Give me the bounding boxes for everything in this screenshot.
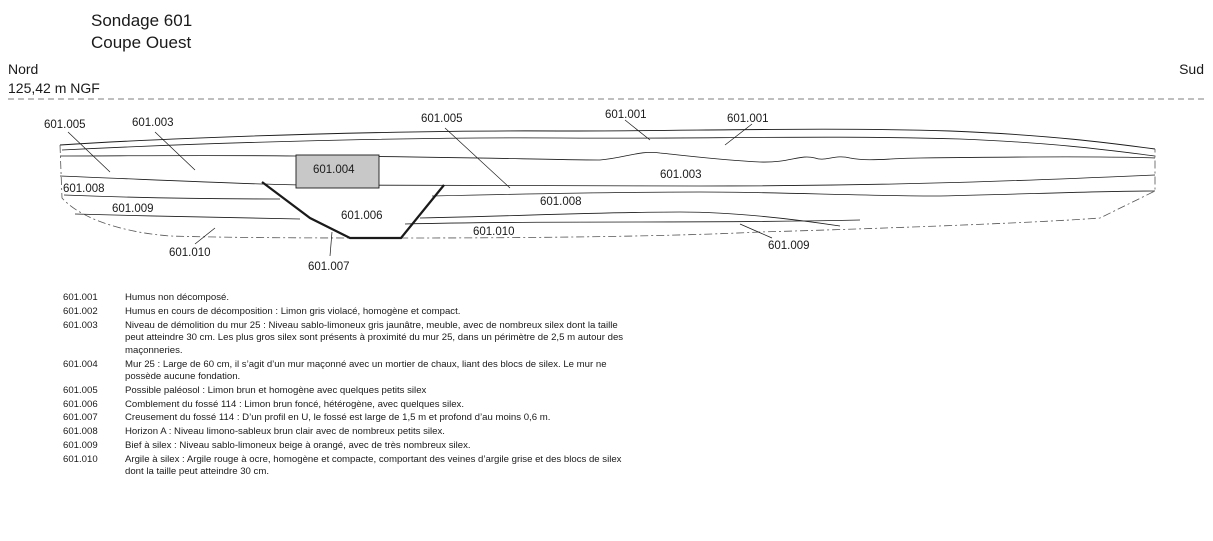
label-601-003-right: 601.003 [660, 169, 702, 181]
legend-row: 601.006 Comblement du fossé 114 : Limon b… [63, 399, 635, 412]
surface-line-lower [61, 136, 1156, 157]
layer-boundary-lower [404, 219, 861, 225]
label-601-003-left: 601.003 [132, 117, 174, 129]
legend-code: 601.009 [63, 440, 98, 452]
label-601-009-left: 601.009 [112, 203, 154, 215]
leader-601-001-b [724, 123, 753, 146]
layer-boundary-601-009-top [63, 190, 1156, 200]
legend-text: Bief à silex : Niveau sablo-limoneux bei… [125, 440, 471, 452]
legend-code: 601.005 [63, 384, 98, 396]
legend-row: 601.008 Horizon A : Niveau limono-sableux… [63, 426, 635, 439]
label-601-005-center: 601.005 [421, 113, 463, 125]
wall-601-004 [295, 154, 380, 189]
leader-601-005-left [67, 131, 111, 173]
legend: 601.001 Humus non décomposé. 601.002 Humus… [63, 292, 635, 480]
legend-code: 601.008 [63, 426, 98, 438]
legend-code: 601.007 [63, 412, 98, 424]
leader-601-007 [329, 231, 333, 257]
elevation-label: 125,42 m NGF [8, 80, 100, 96]
legend-code: 601.010 [63, 453, 98, 465]
legend-text: Horizon A : Niveau limono-sableux brun c… [125, 426, 445, 438]
legend-row: 601.003 Niveau de démolition du mur 25 : … [63, 320, 635, 358]
ditch-cut-601-007 [261, 181, 445, 240]
layer-boundary-601-008-top [59, 174, 1156, 187]
legend-text: Comblement du fossé 114 : Limon brun fon… [125, 398, 465, 410]
legend-row: 601.010 Argile à silex : Argile rouge à o… [63, 454, 635, 479]
stratigraphic-section: 601.005 601.003 601.004 601.005 601.001 … [8, 98, 1205, 273]
leader-601-010-left [194, 227, 216, 245]
legend-code: 601.003 [63, 319, 98, 331]
legend-row: 601.009 Bief à silex : Niveau sablo-limon… [63, 440, 635, 453]
excavation-limit [59, 144, 1156, 239]
label-601-001-b: 601.001 [727, 113, 769, 125]
label-601-004: 601.004 [313, 164, 355, 176]
legend-text: Argile à silex : Argile rouge à ocre, ho… [125, 453, 622, 478]
legend-row: 601.004 Mur 25 : Large de 60 cm, il s’agi… [63, 359, 635, 384]
legend-code: 601.001 [63, 292, 98, 303]
legend-code: 601.002 [63, 305, 98, 317]
label-601-006: 601.006 [341, 210, 383, 222]
north-label: Nord [8, 61, 39, 77]
leader-lines [67, 119, 773, 257]
legend-text: Niveau de démolition du mur 25 : Niveau … [125, 319, 624, 356]
title-line-2: Coupe Ouest [91, 33, 192, 52]
label-601-010-center: 601.010 [473, 226, 515, 238]
legend-code: 601.006 [63, 398, 98, 410]
label-601-010-left: 601.010 [169, 247, 211, 259]
legend-row: 601.007 Creusement du fossé 114 : D’un pr… [63, 412, 635, 425]
legend-text: Humus en cours de décomposition : Limon … [125, 305, 461, 317]
legend-text: Possible paléosol : Limon brun et homogè… [125, 384, 427, 396]
leader-601-001-a [624, 119, 651, 141]
legend-text: Mur 25 : Large de 60 cm, il s’agit d’un … [125, 358, 607, 383]
leader-601-003-left [154, 131, 196, 171]
leader-601-005-center [444, 127, 511, 189]
legend-row: 601.005 Possible paléosol : Limon brun et… [63, 385, 635, 398]
section-title: Sondage 601 Coupe Ouest [91, 10, 192, 54]
layer-boundary-601-003-top [295, 151, 1156, 163]
legend-text: Creusement du fossé 114 : D’un profil en… [125, 412, 551, 424]
layer-boundary-601-010-top [74, 211, 841, 227]
surface-line [59, 128, 1156, 150]
label-601-008-right: 601.008 [540, 196, 582, 208]
leader-601-009-right [739, 223, 773, 239]
label-601-008-left: 601.008 [63, 183, 105, 195]
label-601-005-left: 601.005 [44, 119, 86, 131]
legend-row: 601.002 Humus en cours de décomposition :… [63, 306, 635, 319]
label-601-001-a: 601.001 [605, 109, 647, 121]
label-601-007: 601.007 [308, 261, 350, 273]
legend-code: 601.004 [63, 358, 98, 370]
legend-row: 601.001 Humus non décomposé. [63, 292, 635, 305]
title-line-1: Sondage 601 [91, 11, 193, 30]
label-601-009-right: 601.009 [768, 240, 810, 252]
legend-text: Humus non décomposé. [125, 292, 229, 303]
south-label: Sud [1179, 61, 1204, 77]
